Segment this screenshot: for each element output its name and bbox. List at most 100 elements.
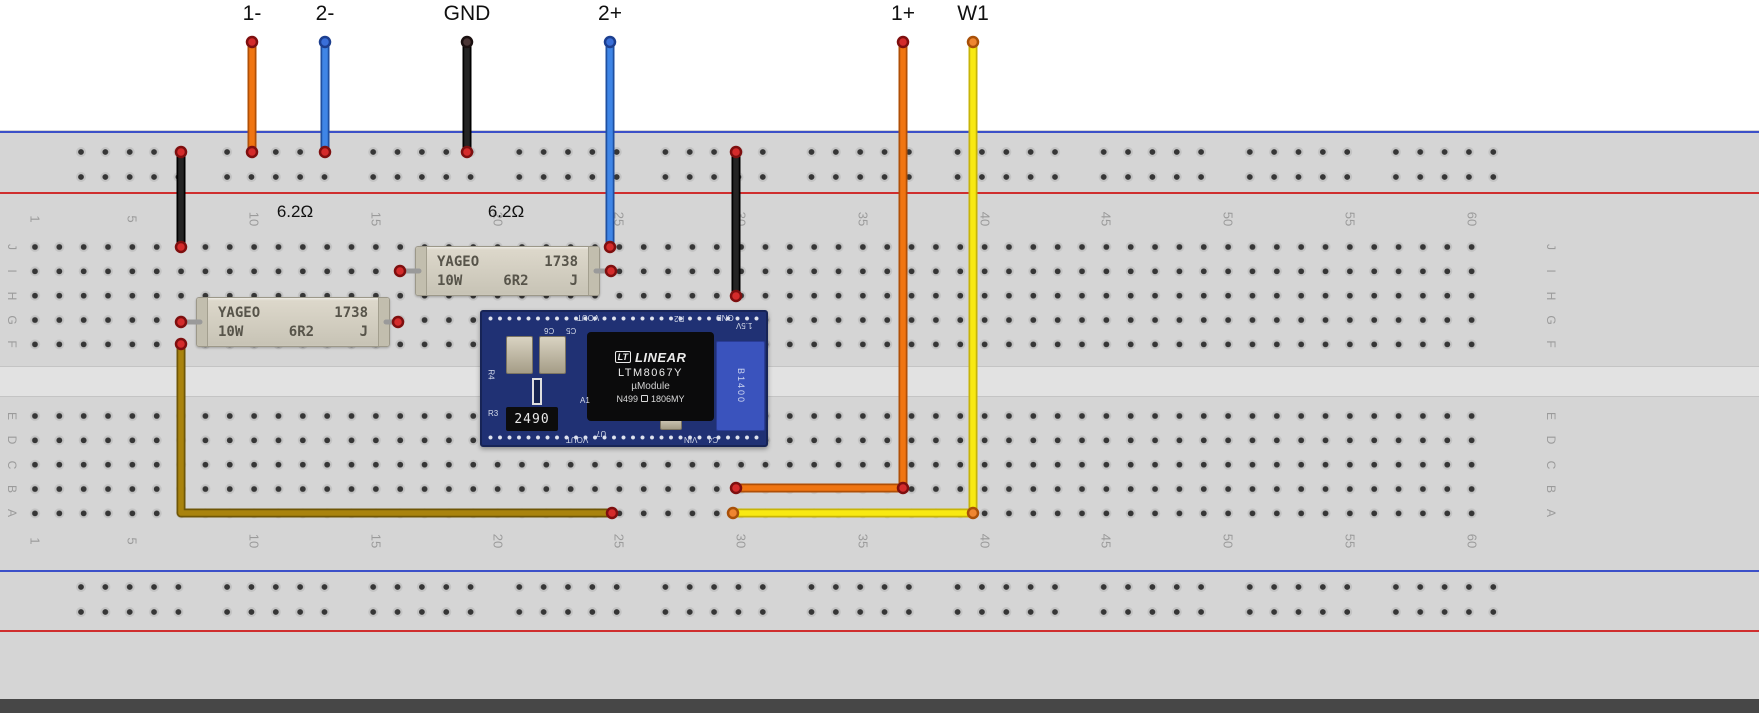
row-letter: D [1544, 436, 1558, 445]
row-letter: I [5, 269, 19, 274]
column-number: 60 [1464, 211, 1480, 227]
silkscreen-c6: C6 [544, 326, 555, 335]
silkscreen-vout: VOUT [577, 313, 600, 322]
resistor-brand: YAGEO [218, 304, 261, 321]
resistor-1[interactable]: YAGEO 1738 10W 6R2 J [196, 297, 390, 347]
ic-part-number: LTM8067Y [618, 366, 683, 379]
silkscreen-vin: VIN [684, 435, 698, 444]
terminal-w1-label: W1 [957, 2, 989, 25]
resistor-power: 10W [437, 272, 463, 289]
resistor-value: 6R2 [288, 323, 315, 340]
chip-2490: 2490 [506, 407, 558, 431]
column-number: 1 [27, 215, 43, 223]
resistor-end-cap [378, 298, 389, 346]
resistor-tolerance: J [569, 272, 578, 289]
column-number: 1 [27, 537, 43, 545]
linear-wordmark: LINEAR [634, 349, 687, 365]
groove-edge [0, 366, 1759, 367]
row-letter: D [5, 436, 19, 445]
ltm8067-ic: LT LINEAR LTM8067Y µModule N499 1806MY [587, 332, 714, 421]
rail-line-blue-top [0, 131, 1759, 133]
column-number: 50 [1220, 533, 1236, 549]
row-letter: F [1544, 340, 1558, 349]
ltm8067-module[interactable]: 2490 LT LINEAR LTM8067Y µModule N499 180… [480, 310, 768, 447]
column-number: 60 [1464, 533, 1480, 549]
ic-type: µModule [631, 380, 670, 392]
column-number: 5 [124, 215, 140, 223]
column-number: 20 [490, 533, 506, 549]
resistor-marking: YAGEO 1738 10W 6R2 J [208, 298, 378, 346]
row-letter: J [5, 244, 19, 250]
column-number: 35 [855, 211, 871, 227]
row-letter: J [1544, 244, 1558, 250]
terminal-gnd-label: GND [443, 2, 491, 25]
inductor: B1400 [716, 341, 765, 431]
terminal-2-plus-label: 2+ [598, 2, 622, 25]
row-letter: G [1544, 315, 1558, 325]
silkscreen-u7: U7 [596, 429, 607, 438]
row-letter: A [1544, 509, 1558, 518]
component-outline [532, 378, 542, 405]
silkscreen-c5: C5 [566, 326, 577, 335]
silkscreen-c4: C4 [708, 435, 719, 444]
resistor-marking: YAGEO 1738 10W 6R2 J [427, 247, 588, 295]
column-number: 10 [246, 533, 262, 549]
power-rail-holes-top [68, 139, 1507, 190]
board-bottom-strip [0, 699, 1759, 713]
rail-line-red-top [0, 192, 1759, 194]
column-number: 30 [733, 533, 749, 549]
column-number: 40 [977, 211, 993, 227]
column-number: 55 [1342, 533, 1358, 549]
column-number: 45 [1098, 211, 1114, 227]
rail-line-blue-bottom [0, 570, 1759, 572]
column-number: 55 [1342, 211, 1358, 227]
resistor-code: 1738 [334, 304, 368, 321]
chip-2490-label: 2490 [514, 411, 550, 427]
column-number: 45 [1098, 533, 1114, 549]
column-number: 15 [368, 533, 384, 549]
silkscreen-vout: VOUT [566, 435, 589, 444]
silkscreen-gnd: GND [716, 313, 734, 322]
column-number: 5 [124, 537, 140, 545]
row-letter: G [5, 315, 19, 325]
resistor-2[interactable]: YAGEO 1738 10W 6R2 J [415, 246, 600, 296]
silkscreen-r4: R4 [486, 369, 496, 380]
resistor-tolerance: J [359, 323, 368, 340]
ic-code-left: N499 [616, 393, 638, 404]
resistor-power: 10W [218, 323, 244, 340]
resistor-code: 1738 [544, 253, 578, 270]
rail-line-red-bottom [0, 630, 1759, 632]
row-letter: H [1544, 291, 1558, 301]
resistor-value: 6R2 [503, 272, 529, 289]
column-number: 50 [1220, 211, 1236, 227]
column-number: 25 [611, 533, 627, 549]
capacitor [506, 336, 533, 374]
row-letter: E [5, 411, 19, 421]
column-number: 15 [368, 211, 384, 227]
power-rail-holes-bottom [68, 574, 1507, 625]
linear-tech-logo: LT LINEAR [614, 349, 687, 365]
lt-logo-icon: LT [614, 351, 631, 363]
silkscreen-r2: R2 [674, 314, 685, 323]
ic-code-right: 1806MY [650, 393, 685, 404]
column-number: 35 [855, 533, 871, 549]
capacitor [539, 336, 566, 374]
column-number: 25 [611, 211, 627, 227]
row-letter: H [5, 291, 19, 301]
resistor-value-label-2: 6.2Ω [487, 202, 525, 221]
ic-date-code: N499 1806MY [616, 394, 684, 404]
row-letter: A [5, 509, 19, 518]
silkscreen-1.5v: 1.5V [736, 321, 753, 330]
row-letter: I [1544, 269, 1558, 274]
module-pads-bottom [487, 434, 761, 441]
resistor-brand: YAGEO [437, 253, 480, 270]
terminal-1-minus-label: 1- [242, 2, 262, 25]
inductor-label: B1400 [735, 367, 746, 405]
resistor-end-cap [588, 247, 599, 295]
resistor-end-cap [197, 298, 208, 346]
row-letter: B [5, 485, 19, 494]
column-number: 30 [733, 211, 749, 227]
column-number: 40 [977, 533, 993, 549]
